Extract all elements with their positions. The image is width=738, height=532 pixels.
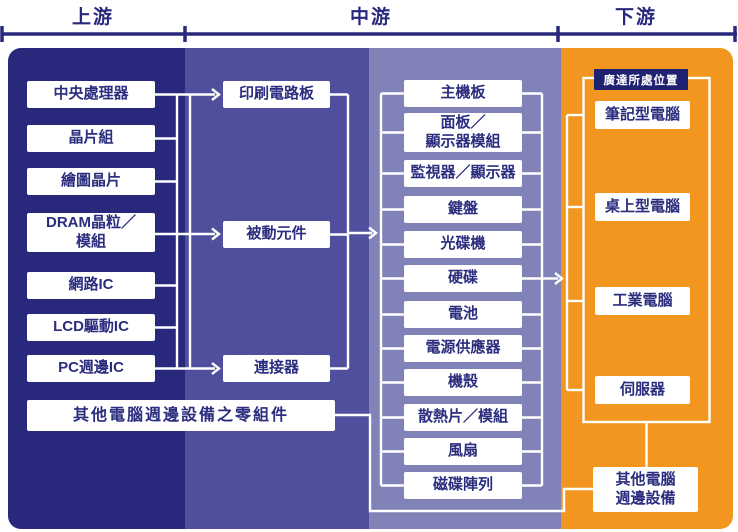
upstream-item-cpu: 中央處理器 [27,81,155,108]
midstream-item-connectors: 連接器 [223,355,330,382]
midstream-product-chassis: 機殼 [404,369,522,396]
midstream-product-heatsink-module: 散熱片／模組 [404,404,522,431]
midstream-product-hard-disk: 硬碟 [404,265,522,292]
midstream-product-battery: 電池 [404,301,522,328]
downstream-product-notebook: 筆記型電腦 [595,101,690,129]
midstream-item-passive-components: 被動元件 [223,221,330,248]
midstream-product-panel-display-module: 面板／ 顯示器模組 [404,113,522,152]
midstream-product-disk-array: 磁碟陣列 [404,472,522,499]
upstream-item-pc-peripheral-ic: PC週邊IC [27,355,155,382]
midstream-item-pcb: 印刷電路板 [223,81,330,108]
midstream-product-optical-drive: 光碟機 [404,231,522,258]
downstream-other-peripherals-box: 其他電腦 週邊設備 [593,467,698,512]
midstream-product-keyboard: 鍵盤 [404,196,522,223]
header-upstream: 上游 [71,6,114,28]
midstream-components-column [185,48,369,529]
downstream-product-desktop: 桌上型電腦 [595,193,690,221]
midstream-product-monitor-display: 監視器／顯示器 [404,160,522,187]
upstream-item-lcd-driver-ic: LCD驅動IC [27,314,155,341]
upstream-item-graphics-chip: 繪圖晶片 [27,168,155,195]
upstream-item-dram: DRAM晶粒／ 模組 [27,213,155,252]
midstream-product-power-supply: 電源供應器 [404,335,522,362]
header-downstream: 下游 [614,6,657,28]
downstream-product-server: 伺服器 [595,376,690,404]
upstream-other-components-box: 其他電腦週邊設備之零組件 [27,400,335,431]
downstream-product-industrial-pc: 工業電腦 [595,287,690,315]
header-midstream: 中游 [349,6,392,28]
upstream-item-network-ic: 網路IC [27,272,155,299]
upstream-item-chipset: 晶片組 [27,125,155,152]
midstream-product-motherboard: 主機板 [404,80,522,107]
quanta-position-badge: 廣達所處位置 [594,69,688,90]
midstream-product-fan: 風扇 [404,438,522,465]
